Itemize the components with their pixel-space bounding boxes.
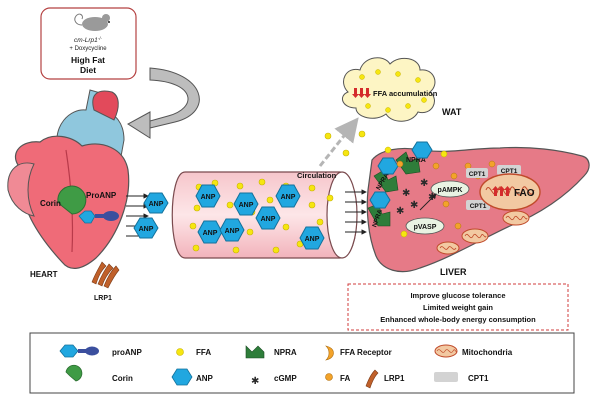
diet-line2: Diet — [80, 65, 96, 75]
anp-in-vessel-6: ANP — [219, 218, 245, 242]
legend-cpt1: CPT1 — [468, 374, 489, 383]
legend-mitochondria-icon — [434, 344, 458, 358]
wat-cloud: FFA accumulation — [341, 57, 438, 122]
anp-in-vessel-7: ANP — [299, 226, 325, 250]
anp-on-liver-1 — [377, 157, 399, 175]
svg-text:ANP: ANP — [261, 216, 276, 223]
legend-lrp1: LRP1 — [384, 374, 405, 383]
mouse-diet-box: cm-Lrp1-/- + Doxycycline High Fat Diet — [40, 7, 137, 80]
mouse-icon — [74, 13, 110, 31]
vessel-to-wat-arrow — [318, 117, 359, 167]
anp-in-vessel-3: ANP — [275, 184, 301, 208]
legend-fa: FA — [340, 374, 350, 383]
svg-text:ANP: ANP — [201, 194, 216, 201]
legend-npra-icon — [245, 345, 265, 359]
legend-proanp-icon — [59, 344, 99, 358]
outcome-line-2: Limited weight gain — [423, 303, 493, 312]
heart-label: HEART — [30, 270, 58, 279]
cpt1-box-2: CPT1 — [497, 165, 521, 175]
legend-cgmp-icon: ✱ — [251, 376, 259, 387]
svg-text:CPT1: CPT1 — [501, 168, 518, 175]
legend-npra: NPRA — [274, 348, 297, 357]
fao-label: FAO — [514, 188, 535, 199]
anp-outside-1: ANP — [143, 192, 169, 214]
svg-text:✱: ✱ — [402, 188, 410, 199]
legend-ffa-receptor-icon — [325, 345, 334, 361]
proanp-molecule — [78, 210, 119, 224]
anp-on-liver-3 — [369, 191, 391, 209]
outcome-line-3: Enhanced whole-body energy consumption — [380, 315, 536, 324]
svg-text:ANP: ANP — [149, 201, 164, 208]
ffa-dots-floating — [324, 130, 366, 157]
svg-text:✱: ✱ — [251, 376, 259, 387]
fa-dots-liver — [384, 146, 496, 238]
legend-mitochondria: Mitochondria — [462, 348, 513, 357]
legend-ffa-icon — [176, 348, 184, 356]
legend-anp: ANP — [196, 374, 214, 383]
legend-cgmp: cGMP — [274, 374, 297, 383]
proanp-label: ProANP — [86, 191, 117, 200]
diet-to-heart-arrow — [127, 67, 200, 139]
cpt1-box-3: CPT1 — [466, 200, 490, 210]
outcome-line-1: Improve glucose tolerance — [410, 291, 505, 300]
svg-text:✱: ✱ — [420, 178, 428, 189]
mouse-treatment: + Doxycycline — [69, 46, 107, 52]
svg-text:ANP: ANP — [203, 230, 218, 237]
legend-lrp1-icon — [365, 369, 379, 389]
npra-label-3: NPRA — [406, 157, 426, 164]
diet-line1: High Fat — [71, 55, 105, 65]
npra-receptors — [367, 151, 421, 227]
ffa-accumulation-label: FFA accumulation — [373, 89, 438, 98]
mouse-strain-sup: -/- — [98, 36, 103, 41]
svg-text:pVASP: pVASP — [414, 224, 437, 231]
liver-label: LIVER — [440, 267, 467, 277]
legend-box — [29, 332, 575, 394]
down-arrows-icon — [352, 88, 371, 98]
anp-outside-2: ANP — [133, 217, 159, 239]
vessel-to-liver-arrows — [345, 189, 367, 235]
svg-text:CPT1: CPT1 — [470, 203, 487, 210]
legend-cpt1-icon — [434, 372, 458, 382]
legend-corin-icon — [65, 364, 83, 382]
svg-text:cm-Lrp1-/-: cm-Lrp1-/- — [74, 36, 103, 44]
lrp1-receptors — [91, 261, 120, 289]
mouse-strain: cm-Lrp1 — [74, 37, 98, 44]
svg-text:ANP: ANP — [139, 226, 154, 233]
anp-in-vessel-1: ANP — [195, 184, 221, 208]
corin-shape — [57, 185, 87, 215]
pvasp-node: pVASP — [405, 217, 445, 235]
svg-text:pAMPK: pAMPK — [438, 187, 463, 194]
legend-anp-icon — [171, 368, 193, 386]
svg-text:CPT1: CPT1 — [469, 171, 486, 178]
legend-ffa: FFA — [196, 348, 211, 357]
anp-in-vessel-2: ANP — [233, 192, 259, 216]
svg-text:ANP: ANP — [239, 202, 254, 209]
svg-text:ANP: ANP — [225, 228, 240, 235]
circulation-label: Circulation — [297, 171, 337, 180]
corin-label: Corin — [40, 199, 61, 208]
fao-up-arrows-icon — [492, 186, 511, 196]
legend-fa-icon — [325, 373, 333, 381]
svg-text:ANP: ANP — [281, 194, 296, 201]
mitochondria-small — [436, 210, 530, 255]
legend-corin: Corin — [112, 374, 133, 383]
anp-in-vessel-5: ANP — [255, 206, 281, 230]
svg-text:ANP: ANP — [305, 236, 320, 243]
anp-on-liver-2 — [411, 141, 433, 159]
lrp1-label: LRP1 — [94, 295, 112, 302]
cpt1-box-1: CPT1 — [466, 168, 488, 178]
pampk-node: pAMPK — [430, 180, 470, 198]
legend-proanp: proANP — [112, 348, 142, 357]
legend-ffa-receptor: FFA Receptor — [340, 348, 392, 357]
outcome-box — [347, 283, 569, 331]
svg-text:✱: ✱ — [396, 206, 404, 217]
heart-illustration — [7, 89, 130, 269]
wat-label: WAT — [442, 107, 462, 117]
svg-text:✱: ✱ — [410, 200, 418, 211]
signal-arrow — [419, 193, 437, 211]
